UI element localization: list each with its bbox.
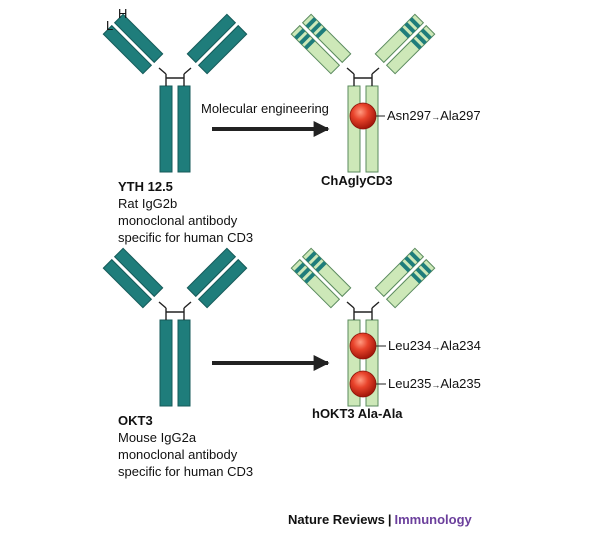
fab-light-chain-right-variable-stripe bbox=[420, 262, 432, 274]
fab-light-chain-left-variable-stripe bbox=[304, 272, 316, 284]
source-name-2: OKT3 bbox=[118, 413, 153, 428]
mutation-label-2-1: Leu234→Ala234 bbox=[388, 337, 481, 356]
mutation-to: Ala235 bbox=[440, 376, 481, 391]
fab-light-chain-left-variable-stripe bbox=[294, 262, 306, 274]
fab-heavy-chain-right bbox=[374, 247, 425, 298]
fab-heavy-chain-right bbox=[186, 13, 237, 64]
fab-heavy-chain-right-variable-stripe bbox=[404, 22, 416, 34]
mutation-site-leu235 bbox=[349, 370, 377, 398]
hinge-disulfide bbox=[158, 67, 192, 86]
antibody-layer bbox=[102, 13, 436, 407]
mutation-arrow: → bbox=[431, 342, 441, 352]
mutation-site-asn297 bbox=[349, 102, 377, 130]
light-chain-label: L bbox=[106, 18, 114, 33]
fab-heavy-chain-right bbox=[186, 247, 237, 298]
hinge-disulfide bbox=[158, 301, 192, 320]
mutation-to: Ala297 bbox=[440, 108, 481, 123]
fab-light-chain-right-body bbox=[197, 24, 248, 75]
fab-heavy-chain-left-variable-stripe bbox=[310, 22, 322, 34]
fab-heavy-chain-right-variable-stripe bbox=[409, 251, 421, 263]
fab-light-chain-right bbox=[197, 258, 248, 309]
source-name-1: YTH 12.5 bbox=[118, 179, 173, 194]
source-line-2-3: specific for human CD3 bbox=[118, 464, 254, 479]
fab-light-chain-left-variable-stripe bbox=[294, 28, 306, 40]
fab-light-chain-right bbox=[197, 24, 248, 75]
credit-separator: | bbox=[387, 512, 392, 527]
source-line-1-3: specific for human CD3 bbox=[118, 230, 254, 245]
fc-heavy-chain-right bbox=[365, 85, 379, 173]
fab-light-chain-left bbox=[102, 24, 153, 75]
fab-light-chain-left bbox=[290, 258, 341, 309]
source-line-2-2: monoclonal antibody bbox=[118, 447, 238, 462]
fc-heavy-chain-left bbox=[159, 319, 173, 407]
fc-heavy-chain-left bbox=[159, 85, 173, 173]
fab-heavy-chain-left bbox=[301, 13, 352, 64]
fab-heavy-chain-left-variable-stripe bbox=[305, 17, 317, 29]
fab-light-chain-left bbox=[290, 24, 341, 75]
fab-light-chain-right-variable-stripe bbox=[420, 28, 432, 40]
fab-light-chain-right-variable-stripe bbox=[410, 38, 422, 50]
fab-light-chain-right-variable-stripe bbox=[410, 272, 422, 284]
fab-heavy-chain-left-variable-stripe bbox=[315, 261, 327, 273]
arrow-label-engineering: Molecular engineering bbox=[201, 101, 329, 116]
fab-light-chain-right-variable-stripe bbox=[415, 33, 427, 45]
fc-heavy-chain-right bbox=[177, 319, 191, 407]
source-line-2-1: Mouse IgG2a bbox=[118, 430, 197, 445]
mutation-arrow: → bbox=[431, 112, 441, 122]
fab-light-chain-left-body bbox=[102, 24, 153, 75]
fab-heavy-chain-left bbox=[113, 247, 164, 298]
mutation-label-2-2: Leu235→Ala235 bbox=[388, 375, 481, 394]
fab-heavy-chain-right-variable-stripe bbox=[399, 27, 411, 39]
mutation-arrow: → bbox=[431, 380, 441, 390]
product-name-2: hOKT3 Ala-Ala bbox=[312, 406, 403, 421]
fab-light-chain-right bbox=[385, 24, 436, 75]
fab-heavy-chain-left bbox=[301, 247, 352, 298]
fab-heavy-chain-right-body bbox=[186, 247, 237, 298]
fab-heavy-chain-left bbox=[113, 13, 164, 64]
source-line-1-1: Rat IgG2b bbox=[118, 196, 178, 211]
fab-heavy-chain-right-body bbox=[186, 13, 237, 64]
fc-heavy-chain-left bbox=[347, 85, 361, 173]
antibody-chimeric-1 bbox=[290, 13, 436, 173]
antibody-rodent-1 bbox=[102, 13, 248, 173]
fab-light-chain-right-body bbox=[197, 258, 248, 309]
credit-journal: Nature Reviews bbox=[288, 512, 385, 527]
fab-light-chain-right bbox=[385, 258, 436, 309]
mutation-site-leu234 bbox=[349, 332, 377, 360]
hinge-disulfide bbox=[346, 67, 380, 86]
fab-light-chain-left-variable-stripe bbox=[304, 38, 316, 50]
product-name-1: ChAglyCD3 bbox=[321, 173, 393, 188]
fab-heavy-chain-left-variable-stripe bbox=[315, 27, 327, 39]
fab-light-chain-left-variable-stripe bbox=[299, 33, 311, 45]
mutation-from: Asn297 bbox=[387, 108, 432, 123]
mutation-to: Ala234 bbox=[440, 338, 481, 353]
fab-heavy-chain-left-variable-stripe bbox=[305, 251, 317, 263]
mutation-label-1-1: Asn297→Ala297 bbox=[387, 107, 481, 126]
fab-light-chain-left-variable-stripe bbox=[299, 267, 311, 279]
fab-heavy-chain-left-body bbox=[113, 13, 164, 64]
mutation-from: Leu234 bbox=[388, 338, 432, 353]
fab-light-chain-left-body bbox=[102, 258, 153, 309]
journal-credit: Nature Reviews|Immunology bbox=[288, 512, 472, 527]
fc-heavy-chain-right bbox=[177, 85, 191, 173]
fab-heavy-chain-right bbox=[374, 13, 425, 64]
antibody-rodent-2 bbox=[102, 247, 248, 407]
source-line-1-2: monoclonal antibody bbox=[118, 213, 238, 228]
credit-section: Immunology bbox=[394, 512, 472, 527]
heavy-chain-label: H bbox=[118, 6, 128, 21]
fab-heavy-chain-right-variable-stripe bbox=[409, 17, 421, 29]
fab-heavy-chain-right-variable-stripe bbox=[399, 261, 411, 273]
fab-light-chain-left bbox=[102, 258, 153, 309]
fab-heavy-chain-right-variable-stripe bbox=[404, 256, 416, 268]
fab-heavy-chain-left-body bbox=[113, 247, 164, 298]
hinge-disulfide bbox=[346, 301, 380, 320]
fab-heavy-chain-left-variable-stripe bbox=[310, 256, 322, 268]
mutation-from: Leu235 bbox=[388, 376, 432, 391]
fab-light-chain-right-variable-stripe bbox=[415, 267, 427, 279]
